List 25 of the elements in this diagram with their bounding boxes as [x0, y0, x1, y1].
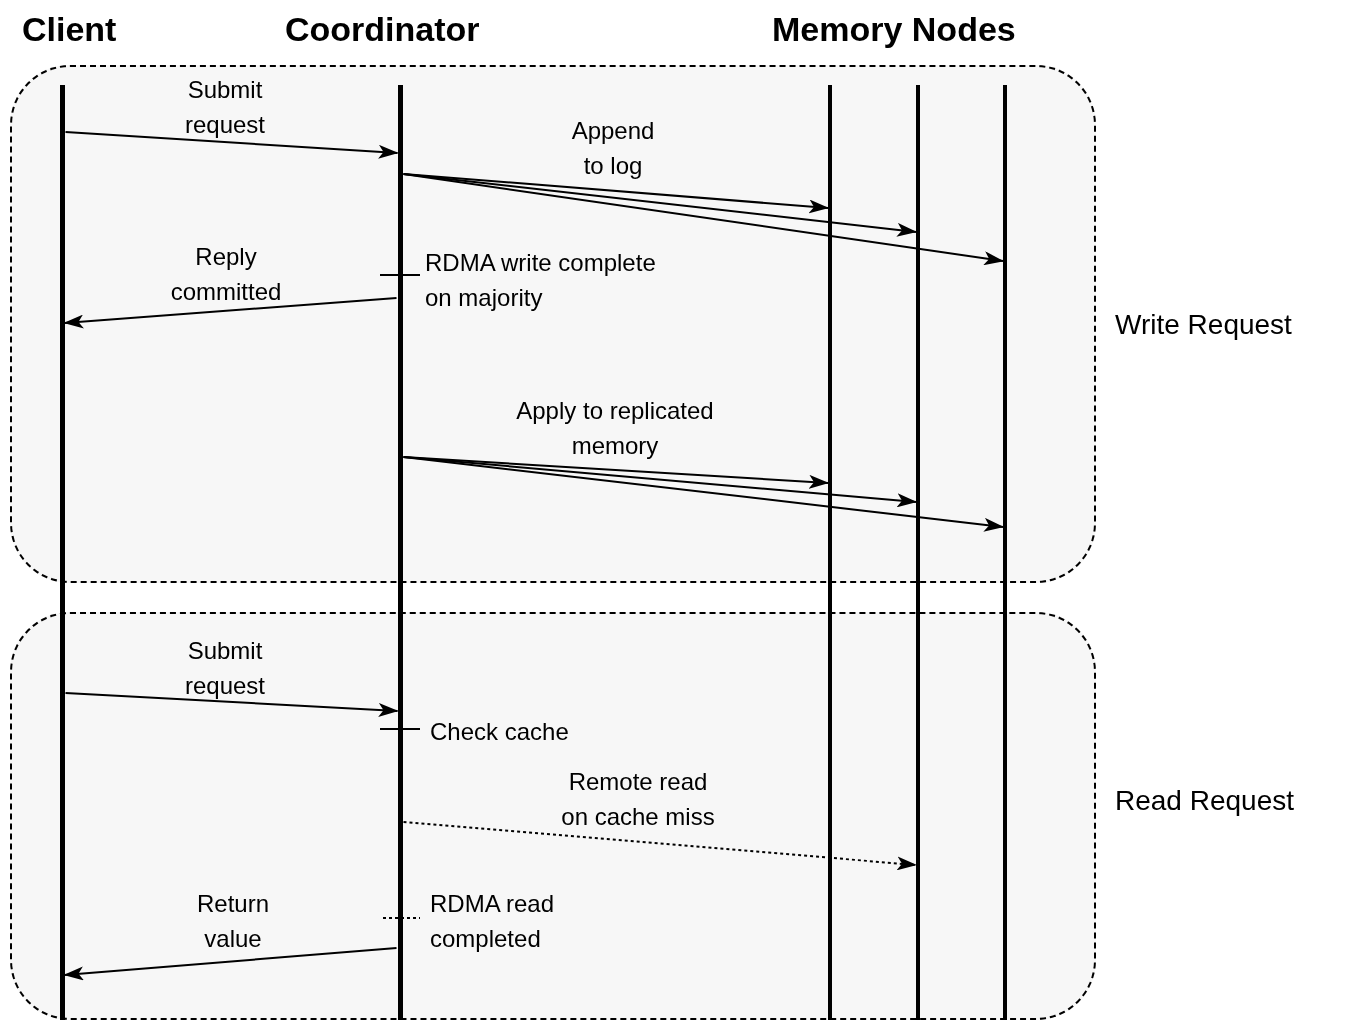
lifeline [1003, 85, 1007, 1020]
lifeline [916, 85, 920, 1020]
edge-label: Submit request [183, 636, 267, 701]
group-label: Read Request [1115, 785, 1294, 817]
edge-label: Submit request [183, 75, 267, 140]
group-label: Write Request [1115, 309, 1292, 341]
arrow [63, 297, 398, 329]
arrow [402, 456, 1004, 532]
note-text: RDMA read completed [430, 889, 556, 954]
lifeline-heading: Client [22, 10, 117, 49]
lifeline-heading: Coordinator [285, 10, 480, 49]
edge-label: Apply to replicated memory [515, 396, 715, 461]
lane-heading: Memory Nodes [772, 10, 1016, 49]
edge-label: Remote read on cache miss [560, 767, 716, 832]
lifeline [828, 85, 832, 1020]
note-text: Check cache [430, 717, 569, 747]
arrow [63, 947, 398, 981]
arrow [402, 173, 1004, 266]
edge-label: Reply committed [169, 242, 283, 307]
arrow [402, 821, 917, 871]
arrow [64, 131, 399, 159]
note-text: RDMA write complete on majority [425, 248, 657, 313]
edge-label: Return value [195, 889, 270, 954]
edge-label: Append to log [570, 116, 656, 181]
arrow [64, 692, 399, 717]
